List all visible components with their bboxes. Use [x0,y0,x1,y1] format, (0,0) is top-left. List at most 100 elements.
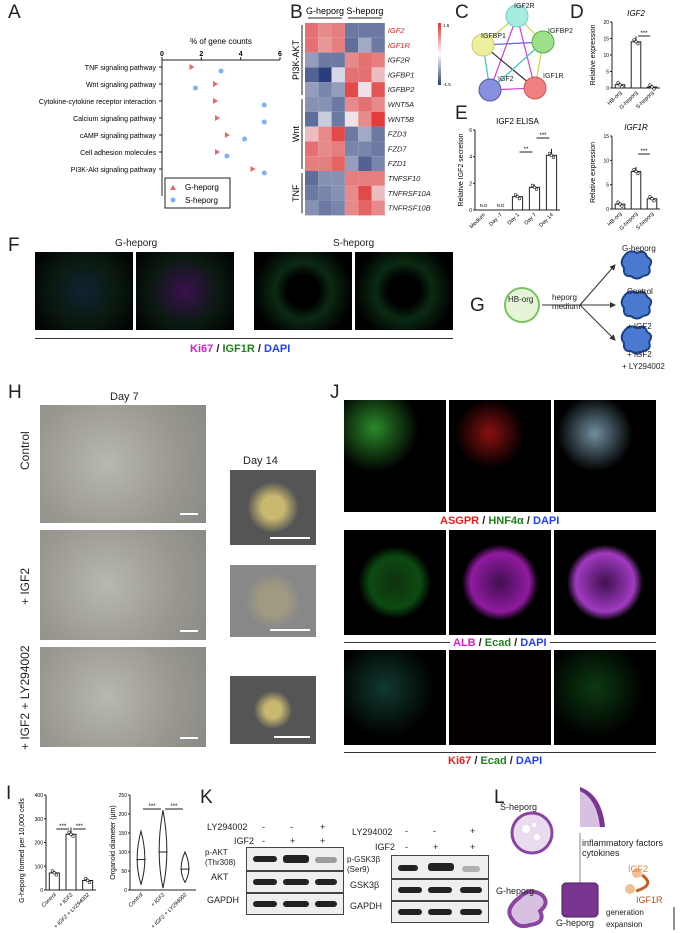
i-colony-dot [52,871,56,875]
l-igf2: IGF2 [628,864,649,874]
blot-p-gsk3b [391,855,489,879]
j-caption-2: ALB / Ecad / DAPI [450,637,550,649]
node-igf2r [505,4,529,28]
a-point-g-heporg [213,98,219,104]
d-igf1r-ytick-label: 10 [603,158,609,164]
k-ly-label-right: LY294002 [352,827,393,837]
panel-label-c: C [455,2,469,23]
a-point-s-heporg [261,102,267,108]
e-category-label: Day 7 [524,212,538,226]
b-heat-cell [318,23,332,38]
h-row-igf2-ly: + IGF2 + LY294002 [18,645,32,750]
a-legend-label-s: S-heporg [185,196,218,205]
b-heat-cell [371,97,385,112]
i-colony-ytick-label: 0 [40,888,43,894]
b-heat-cell [331,67,345,83]
panel-label-h: H [8,382,22,403]
b-heat-cell [318,156,332,171]
g-heporg-shape [507,889,548,929]
b-heat-cell [358,200,372,216]
b-heat-cell [358,82,372,97]
e-bar [545,154,558,211]
k-sign: + [433,842,439,852]
d-igf2-dot [648,83,652,87]
node-label-igf1r: IGF1R [543,73,564,80]
b-heat-cell [318,200,332,216]
chart-c-network [471,4,555,102]
i-colony-dot [86,878,90,883]
i-colony-dot [71,834,75,838]
e-bar [528,186,541,211]
i-diameter-ylabel: Organoid diameter (μm) [110,805,117,879]
d-igf2-ytick-label: 10 [603,53,609,59]
i-diameter-category-label: Control [128,892,145,909]
e-ytick-label: 4 [469,155,472,161]
k-sign: - [405,826,408,836]
b-heat-cell [331,23,345,38]
b-row-label: TNFRSF10A [388,189,431,198]
b-heat-cell [358,97,372,112]
a-point-s-heporg [261,119,267,125]
b-heat-cell [331,82,345,97]
b-heat-cell [305,200,319,216]
d-igf2-ylabel: Relative expression [590,24,597,85]
i-colony-ytick-label: 300 [35,817,44,823]
b-heat-cell [358,126,372,142]
igf2-ligand [632,868,642,878]
k-band-label: p-GSK3β (Ser9) [347,855,381,874]
j-image-3-ki67 [449,650,551,745]
a-point-s-heporg [224,153,230,159]
i-diameter-category-label: + IGF2 [150,892,166,908]
i-colony-sig-label: *** [76,824,84,830]
b-heat-cell [371,37,385,53]
e-dot [515,195,520,199]
l-cytokines: cytokines [582,848,620,858]
b-heat-cell [344,156,359,171]
b-row-label: WNT5B [388,115,414,124]
e-ylabel: Relative IGF2 secretion [458,133,465,206]
igf2-loop-arrow [635,873,650,893]
h-row-igf2: + IGF2 [18,567,32,605]
k-igf2-label-right: IGF2 [375,842,396,852]
i-diameter-ytick-label: 200 [119,812,128,818]
a-point-g-heporg [224,132,230,138]
a-title: % of gene counts [190,37,252,46]
organoid-igf2 [620,290,653,320]
g-heporg-zoom [561,882,599,918]
b-heat-cell [305,82,319,97]
node-igfbp1 [471,33,495,57]
b-row-label: FZD7 [388,144,408,153]
d-igf1r-dot [650,197,654,201]
k-sign: + [470,826,476,836]
i-colony-ytick-label: 400 [35,793,44,799]
a-category-label: Cell adhesion molecules [80,150,156,157]
b-heat-cell [305,97,319,112]
organoid-igf2-ly [620,325,653,355]
b-heat-cell [318,141,332,157]
j-divider-3 [344,752,656,753]
d-igf1r-ytick-label: 0 [606,207,609,213]
b-row-label: IGF2R [388,56,411,65]
i-colony-bar [65,833,77,891]
j-caption-1: ASGPR / HNF4α / DAPI [440,515,560,527]
d-igf2-title: IGF2 [627,9,645,18]
a-point-g-heporg [189,64,195,70]
blot-gapdh-right [391,901,489,923]
b-heat-cell [371,23,385,38]
b-heat-cell [371,171,385,186]
e-sig-label: *** [539,133,547,139]
d-igf2-bar [630,41,642,89]
a-category-label: cAMP signaling pathway [80,133,157,140]
b-heat-cell [318,67,332,83]
e-category-label: Day 1 [507,212,521,226]
b-column-group-label: S-heporg [346,6,383,16]
e-value-label: N.D [497,203,506,208]
organoid-control [620,250,653,280]
node-igfbp2 [531,30,555,54]
d-igf1r-dot [620,204,624,208]
b-heat-cell [344,82,359,97]
d-igf2-ytick-label: 20 [603,20,609,26]
e-sig-label: ** [524,147,529,153]
